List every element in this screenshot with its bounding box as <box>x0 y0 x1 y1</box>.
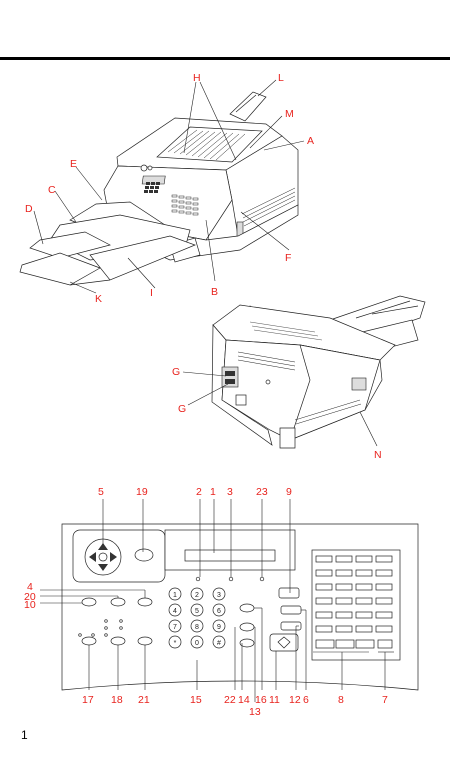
control-panel-diagram: 1 2 3 4 5 6 7 8 9 * 0 # <box>61 523 419 691</box>
key-label: 8 <box>195 624 199 631</box>
label-F: F <box>285 252 291 264</box>
key-label: 5 <box>195 608 199 615</box>
label-19: 19 <box>136 486 148 498</box>
label-9: 9 <box>286 486 292 498</box>
label-12: 12 <box>289 694 301 706</box>
key-label: 0 <box>195 640 199 647</box>
key-label: 2 <box>195 592 199 599</box>
label-1: 1 <box>210 486 216 498</box>
key-label: 1 <box>173 592 177 599</box>
label-20: 20 <box>24 591 36 603</box>
keypad: 1 2 3 4 5 6 7 8 9 * 0 # <box>168 587 226 649</box>
label-14: 14 <box>238 694 250 706</box>
label-18: 18 <box>111 694 123 706</box>
label-L: L <box>278 72 284 84</box>
label-G-bottom: G <box>178 403 186 415</box>
label-E: E <box>70 158 77 170</box>
label-21: 21 <box>138 694 150 706</box>
label-13: 13 <box>249 706 261 718</box>
label-16: 16 <box>255 694 267 706</box>
key-label: * <box>174 640 177 647</box>
label-M: M <box>285 108 294 120</box>
key-label: 4 <box>173 608 177 615</box>
label-7: 7 <box>382 694 388 706</box>
page-number: 1 <box>21 728 28 742</box>
key-label: 9 <box>217 624 221 631</box>
label-2: 2 <box>196 486 202 498</box>
label-11: 11 <box>269 694 280 706</box>
fax-front-view <box>19 91 299 286</box>
label-10: 10 <box>24 599 36 611</box>
key-label: # <box>217 640 221 647</box>
label-6: 6 <box>303 694 309 706</box>
key-label: 7 <box>173 624 177 631</box>
label-22: 22 <box>224 694 236 706</box>
fax-rear-view <box>211 295 426 449</box>
label-K: K <box>95 293 102 305</box>
label-B: B <box>211 286 218 298</box>
label-3: 3 <box>227 486 233 498</box>
label-4: 4 <box>27 581 33 593</box>
label-G-top: G <box>172 366 180 378</box>
label-8: 8 <box>338 694 344 706</box>
label-5: 5 <box>98 486 104 498</box>
label-A: A <box>307 135 314 147</box>
label-I: I <box>150 287 153 299</box>
header-rule <box>0 57 450 60</box>
key-label: 6 <box>217 608 221 615</box>
label-C: C <box>48 184 56 196</box>
label-D: D <box>25 203 33 215</box>
label-17: 17 <box>82 694 94 706</box>
label-H: H <box>193 72 201 84</box>
label-N: N <box>374 449 382 461</box>
key-label: 3 <box>217 592 221 599</box>
label-15: 15 <box>190 694 202 706</box>
label-23: 23 <box>256 486 268 498</box>
